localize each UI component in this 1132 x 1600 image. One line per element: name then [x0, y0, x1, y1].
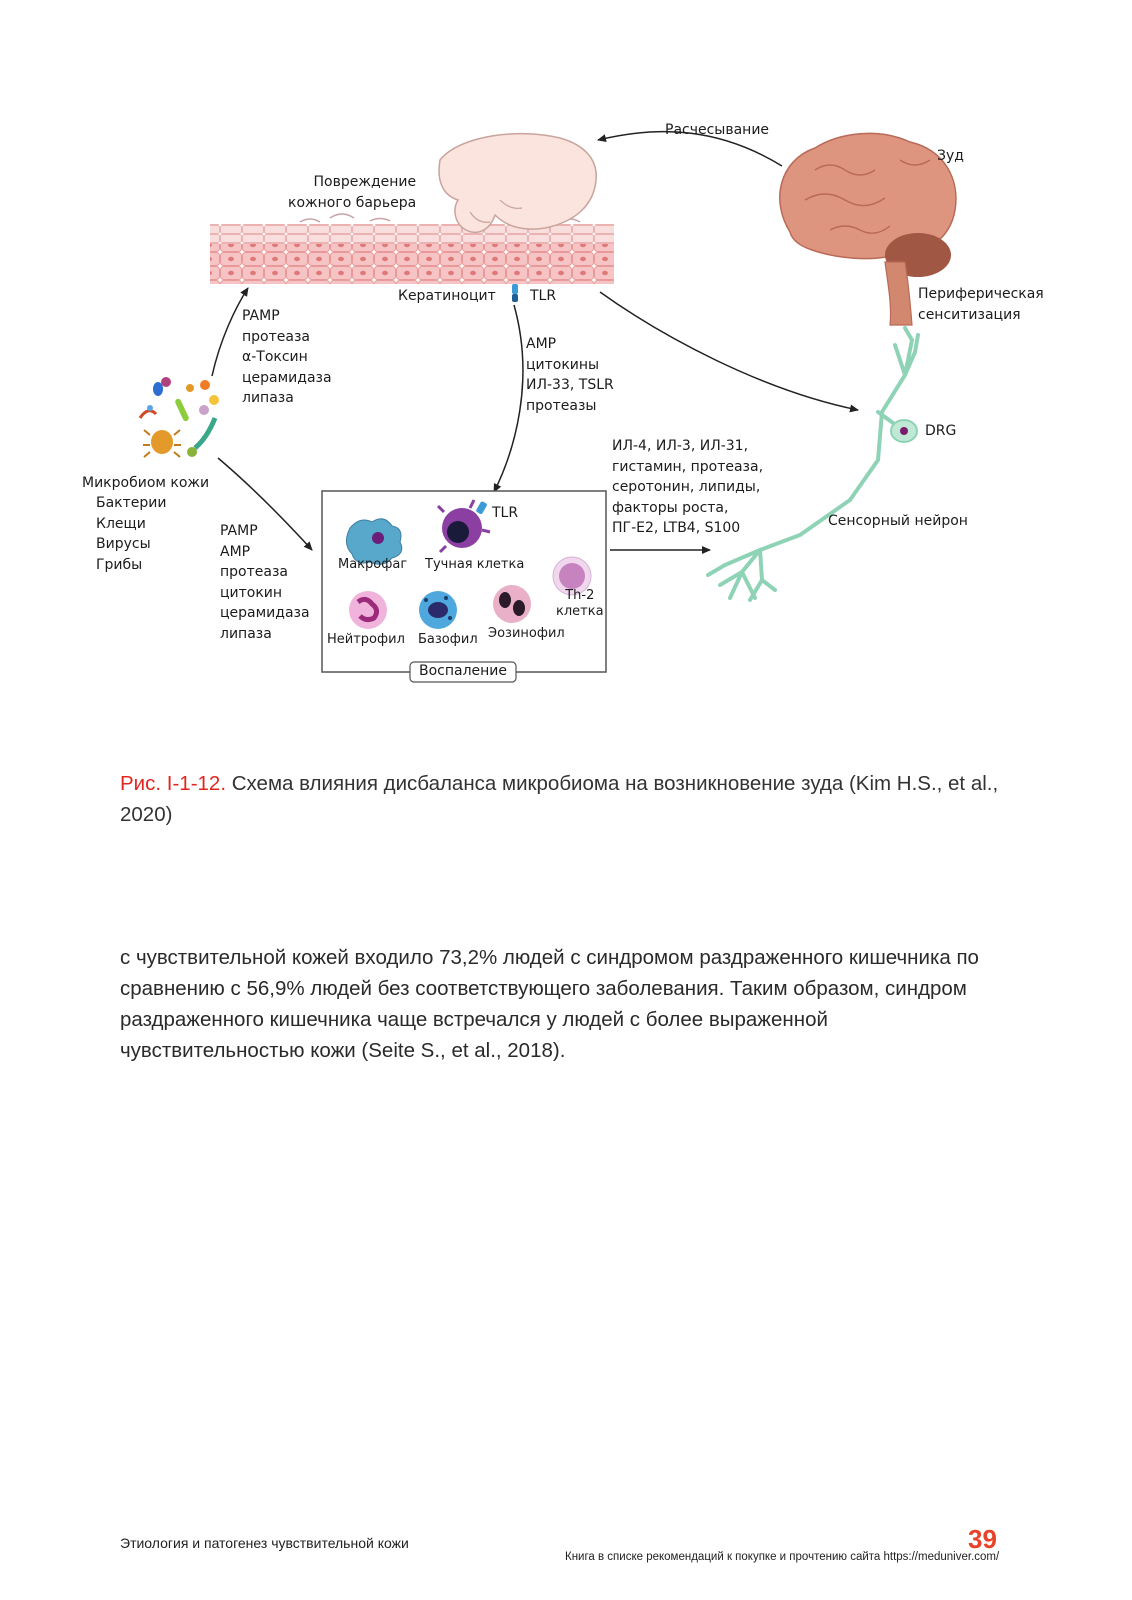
eosinophil-label: Эозинофил: [488, 626, 565, 641]
mast-cell-label: Тучная клетка: [425, 557, 525, 572]
microbiome-secreted-list: PAMP AMP протеаза цитокин церамидаза лип…: [220, 521, 310, 644]
body-paragraph: с чувствительной кожей входило 73,2% люд…: [120, 946, 979, 1062]
basophil-label: Базофил: [418, 632, 478, 647]
keratinocyte-label: Кератиноцит: [398, 288, 496, 304]
factor-item: липаза: [220, 625, 272, 642]
barrier-damage-line-1: Повреждение: [313, 174, 417, 190]
skin-layer: [210, 208, 614, 284]
factor-item: церамидаза: [220, 605, 310, 621]
microbiome-member: Бактерии: [96, 495, 167, 511]
factor-item: протеаза: [242, 328, 310, 345]
th2-cell-icon: [552, 556, 592, 596]
mediator-item: ИЛ-4, ИЛ-3, ИЛ-31,: [612, 438, 749, 454]
hand-illustration: [438, 132, 597, 234]
mediator-item: гистамин, протеаза,: [612, 458, 764, 475]
factor-item: AMP: [220, 543, 251, 560]
microbiome-members-list: Бактерии Клещи Вирусы Грибы: [96, 493, 167, 575]
mediators-list: ИЛ-4, ИЛ-3, ИЛ-31, гистамин, протеаза, с…: [612, 436, 763, 539]
sensitization-line-2: сенситизация: [918, 306, 1021, 323]
neutrophil-icon: [349, 591, 387, 629]
microbiome-member: Грибы: [96, 556, 143, 573]
figure-caption-text: Схема влияния дисбаланса микробиома на в…: [120, 772, 999, 826]
factor-item: цитокин: [220, 584, 283, 601]
figure-diagram: [138, 130, 957, 683]
basophil-icon: [419, 591, 457, 629]
barrier-damage-line-2: кожного барьера: [288, 194, 417, 211]
barrier-damage-label: Повреждение кожного барьера: [288, 172, 417, 213]
mediator-item: серотонин, липиды,: [612, 479, 761, 495]
eosinophil-icon: [493, 585, 531, 623]
factor-item: α-Токсин: [242, 349, 308, 365]
sensitization-line-1: Периферическая: [918, 286, 1044, 302]
body-text: с чувствительной кожей входило 73,2% люд…: [120, 942, 980, 1066]
microbiome-to-inflammation-arrow: [217, 457, 313, 551]
factor-item: протеазы: [526, 397, 597, 414]
factor-item: липаза: [242, 390, 294, 406]
figure-number: Рис. I-1-12.: [120, 772, 227, 795]
mast-cell-icon: [436, 499, 491, 554]
factor-item: PAMP: [220, 523, 258, 539]
inflammation-title-frame: [409, 661, 517, 683]
microbes-illustration: [138, 377, 219, 458]
keratinocyte-to-neuron-arrow: [599, 291, 859, 413]
microbiome-to-skin-arrow: [211, 287, 249, 377]
factor-item: PAMP: [242, 308, 280, 324]
microbiome-member: Вирусы: [96, 536, 151, 552]
neutrophil-label: Нейтрофил: [327, 632, 405, 647]
factor-item: церамидаза: [242, 369, 332, 386]
peripheral-sensitization-label: Периферическая сенситизация: [918, 284, 1044, 325]
microbiome-factors-list: PAMP протеаза α-Токсин церамидаза липаза: [242, 306, 332, 409]
itch-label: Зуд: [937, 148, 964, 164]
brain-illustration: [779, 132, 957, 326]
factor-item: протеаза: [220, 564, 288, 580]
footer-note: Книга в списке рекомендаций к покупке и …: [565, 1551, 1000, 1563]
keratinocyte-tlr-label: TLR: [530, 288, 557, 304]
th2-line-2: клетка: [556, 604, 604, 619]
inflammation-title: Воспаление: [418, 663, 508, 679]
factor-item: AMP: [526, 336, 557, 352]
page-number: 39: [968, 1524, 997, 1554]
mediator-item: факторы роста,: [612, 499, 729, 516]
keratinocyte-factors-list: AMP цитокины ИЛ-33, TSLR протеазы: [526, 334, 614, 416]
th2-cell-label: Th-2 клетка: [556, 588, 604, 620]
th2-line-1: Th-2: [565, 588, 595, 603]
figure: Расчесывание Зуд Повреждение кожного бар…: [0, 0, 1132, 720]
sensory-neuron-label: Сенсорный нейрон: [828, 513, 968, 529]
macrophage-icon: [346, 518, 403, 565]
factor-item: ИЛ-33, TSLR: [526, 377, 614, 393]
keratinocyte-to-inflammation-arrow: [493, 304, 524, 493]
microbiome-member: Клещи: [96, 515, 146, 532]
microbiome-title: Микробиом кожи: [82, 475, 210, 491]
mast-cell-tlr-label: TLR: [492, 505, 519, 521]
scratching-arrow: [597, 130, 783, 167]
scratching-label: Расчесывание: [665, 122, 770, 138]
drg-label: DRG: [925, 423, 957, 439]
mediator-item: ПГ-E2, LTB4, S100: [612, 520, 741, 536]
keratinocyte-tlr-receptor: [512, 284, 518, 302]
figure-caption: Рис. I-1-12. Схема влияния дисбаланса ми…: [120, 768, 1000, 830]
factor-item: цитокины: [526, 356, 600, 373]
drg-nucleus: [900, 427, 908, 435]
macrophage-label: Макрофаг: [338, 557, 408, 572]
running-footer-title: Этиология и патогенез чувствительной кож…: [120, 1535, 409, 1551]
